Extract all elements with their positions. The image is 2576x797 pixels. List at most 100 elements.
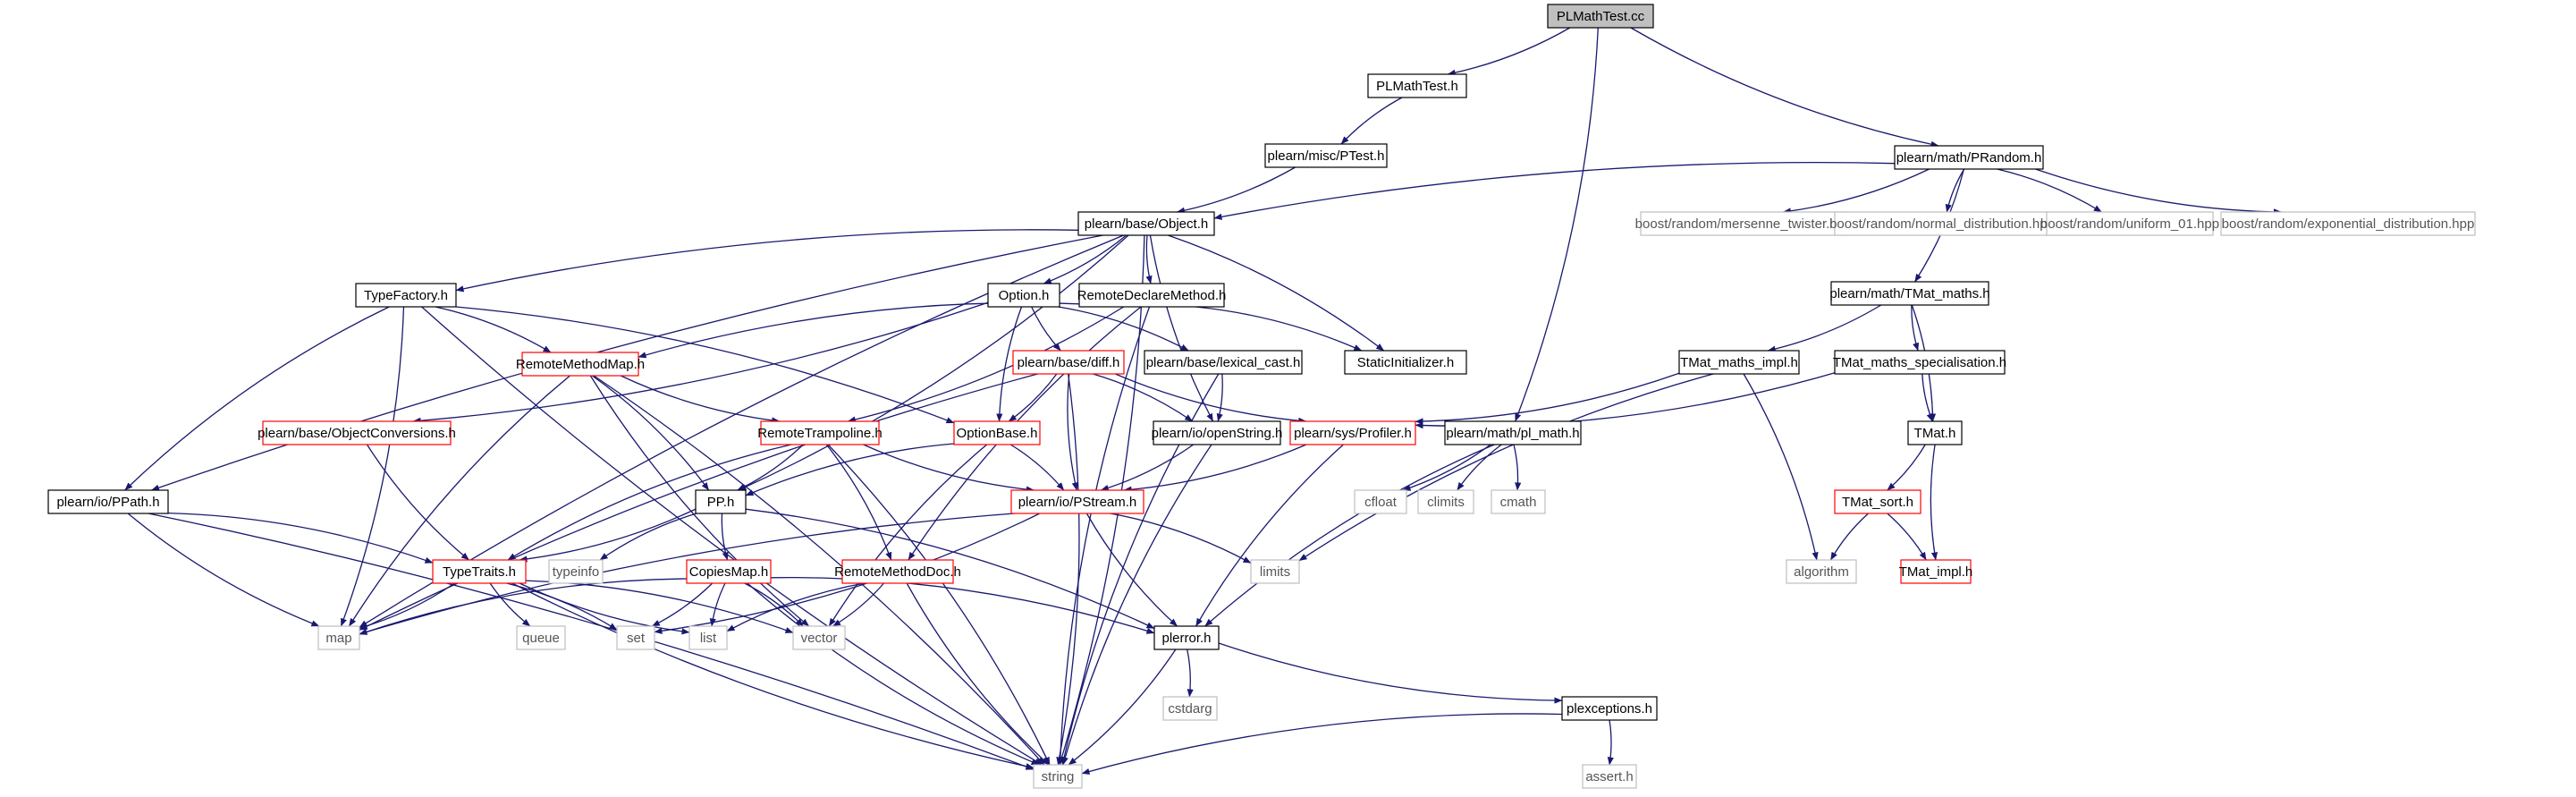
- node-limits: limits: [1250, 559, 1300, 584]
- edge-ppath-to-map: [127, 513, 320, 627]
- node-profiler[interactable]: plearn/sys/Profiler.h: [1289, 420, 1416, 445]
- node-tmatsort[interactable]: TMat_sort.h: [1834, 489, 1921, 514]
- node-box-tmatimpl: [1678, 350, 1800, 375]
- node-tmatspec[interactable]: TMat_maths_specialisation.h: [1833, 350, 2006, 375]
- node-pp[interactable]: PP.h: [695, 489, 747, 514]
- node-label-tmat: TMat.h: [1914, 426, 1956, 441]
- node-label-cstdarg: cstdarg: [1168, 701, 1212, 716]
- node-label-algorithm: algorithm: [1794, 564, 1849, 580]
- node-root[interactable]: PLMathTest.cc: [1547, 4, 1654, 29]
- edge-copiesmap-to-list: [709, 582, 726, 627]
- edge-lexical-to-openstring: [1216, 373, 1223, 422]
- node-box-limits: [1250, 559, 1300, 584]
- edge-root-to-plmath: [1515, 27, 1599, 422]
- node-box-option: [987, 283, 1060, 308]
- node-staticinit[interactable]: StaticInitializer.h: [1344, 350, 1467, 375]
- node-typetraits[interactable]: TypeTraits.h: [432, 559, 527, 584]
- edge-optionbase-to-vector: [828, 444, 988, 627]
- edge-remotedeclare-to-staticinit: [1195, 306, 1363, 352]
- edge-prandom-to-object: [1213, 161, 1896, 220]
- node-box-asserth: [1582, 764, 1637, 789]
- node-box-tmat: [1907, 420, 1963, 445]
- node-optionbase[interactable]: OptionBase.h: [953, 420, 1041, 445]
- node-plmath[interactable]: plearn/math/pl_math.h: [1444, 420, 1582, 445]
- node-label-remotedeclare: RemoteDeclareMethod.h: [1077, 288, 1227, 303]
- edge-tmatmaths-to-tmatimpl: [1767, 304, 1882, 352]
- edge-prandom-to-exp_dist: [2035, 168, 2282, 216]
- node-box-queue: [516, 625, 566, 650]
- node-box-normal_dist: [1834, 211, 2050, 236]
- edge-plexceptions-to-asserth: [1607, 719, 1614, 766]
- node-typefactory[interactable]: TypeFactory.h: [355, 283, 457, 308]
- edge-pstream-to-plerror: [1085, 513, 1178, 627]
- edge-remotemethodmap-to-pp: [591, 375, 710, 491]
- node-box-cstdarg: [1162, 696, 1218, 721]
- edge-optionbase-to-pstream: [1009, 444, 1065, 491]
- node-box-plerror: [1153, 625, 1220, 650]
- edge-typefactory-to-remotemethodmap: [435, 306, 552, 353]
- node-label-climits: climits: [1427, 495, 1465, 510]
- node-prandom[interactable]: plearn/math/PRandom.h: [1894, 145, 2044, 170]
- edge-remotetramp-to-pp: [737, 444, 804, 491]
- node-box-pstream: [1010, 489, 1144, 514]
- node-ppath[interactable]: plearn/io/PPath.h: [47, 489, 169, 514]
- edge-ptest-to-object: [1176, 166, 1296, 214]
- node-label-limits: limits: [1260, 564, 1290, 580]
- node-box-ppath: [47, 489, 169, 514]
- node-tmatimplh[interactable]: TMat_impl.h: [1899, 559, 1973, 584]
- edge-remotedeclare-to-remotetramp: [847, 306, 1125, 423]
- node-cfloat: cfloat: [1354, 489, 1407, 514]
- node-remotemethodmap[interactable]: RemoteMethodMap.h: [516, 352, 645, 377]
- node-label-plmath: plearn/math/pl_math.h: [1446, 426, 1579, 441]
- node-plerror[interactable]: plerror.h: [1153, 625, 1220, 650]
- node-tmatimpl[interactable]: TMat_maths_impl.h: [1678, 350, 1800, 375]
- node-plmathtest_h[interactable]: PLMathTest.h: [1367, 73, 1467, 98]
- node-cmath: cmath: [1491, 489, 1546, 514]
- edge-remotedeclare-to-remotemethodmap: [638, 301, 1080, 359]
- node-box-objconv: [262, 420, 452, 445]
- edge-plmath-to-cfloat: [1402, 444, 1491, 491]
- node-copiesmap[interactable]: CopiesMap.h: [686, 559, 772, 584]
- node-remotetramp[interactable]: RemoteTrampoline.h: [757, 420, 883, 445]
- node-ptest[interactable]: plearn/misc/PTest.h: [1264, 143, 1388, 168]
- edge-typefactory-to-string: [421, 306, 1043, 766]
- node-object[interactable]: plearn/base/Object.h: [1077, 211, 1215, 236]
- node-remotedeclare[interactable]: RemoteDeclareMethod.h: [1077, 283, 1227, 308]
- node-pstream[interactable]: plearn/io/PStream.h: [1010, 489, 1144, 514]
- node-objconv[interactable]: plearn/base/ObjectConversions.h: [258, 420, 456, 445]
- node-lexical[interactable]: plearn/base/lexical_cast.h: [1144, 350, 1303, 375]
- edge-tmatimpl-to-limits: [1298, 373, 1714, 562]
- node-box-object: [1077, 211, 1215, 236]
- node-box-string: [1033, 764, 1083, 789]
- edge-pp-to-typetraits: [519, 508, 697, 563]
- node-label-openstring: plearn/io/openString.h: [1152, 426, 1283, 441]
- edge-typetraits-to-list: [519, 582, 690, 635]
- node-diff[interactable]: plearn/base/diff.h: [1012, 350, 1125, 375]
- node-typeinfo: typeinfo: [548, 559, 604, 584]
- node-label-cfloat: cfloat: [1364, 495, 1398, 510]
- edge-remotemethoddoc-to-list: [726, 582, 865, 632]
- node-option[interactable]: Option.h: [987, 283, 1060, 308]
- node-box-typeinfo: [548, 559, 604, 584]
- edge-pstream-to-limits: [1110, 513, 1252, 564]
- edge-remotemethoddoc-to-vector: [832, 582, 884, 627]
- edge-typefactory-to-optionbase: [455, 306, 955, 424]
- edge-remotemethodmap-to-remotetramp: [620, 375, 781, 424]
- edge-plmath-to-plerror: [1204, 444, 1495, 627]
- node-box-staticinit: [1344, 350, 1467, 375]
- node-openstring[interactable]: plearn/io/openString.h: [1152, 420, 1283, 445]
- node-label-queue: queue: [522, 631, 560, 646]
- node-tmat[interactable]: TMat.h: [1907, 420, 1963, 445]
- node-vector: vector: [792, 625, 846, 650]
- node-box-remotetramp: [760, 420, 880, 445]
- node-tmatmaths[interactable]: plearn/math/TMat_maths.h: [1829, 281, 1990, 306]
- edge-option-to-objconv: [412, 301, 989, 424]
- node-remotemethoddoc[interactable]: RemoteMethodDoc.h: [834, 559, 961, 584]
- edge-pp-to-copiesmap: [721, 513, 729, 561]
- edge-remotemethodmap-to-string: [593, 375, 1045, 766]
- node-map: map: [317, 625, 360, 650]
- node-label-ppath: plearn/io/PPath.h: [56, 495, 159, 510]
- node-plexceptions[interactable]: plexceptions.h: [1561, 696, 1658, 721]
- edge-option-to-optionbase: [996, 306, 1023, 422]
